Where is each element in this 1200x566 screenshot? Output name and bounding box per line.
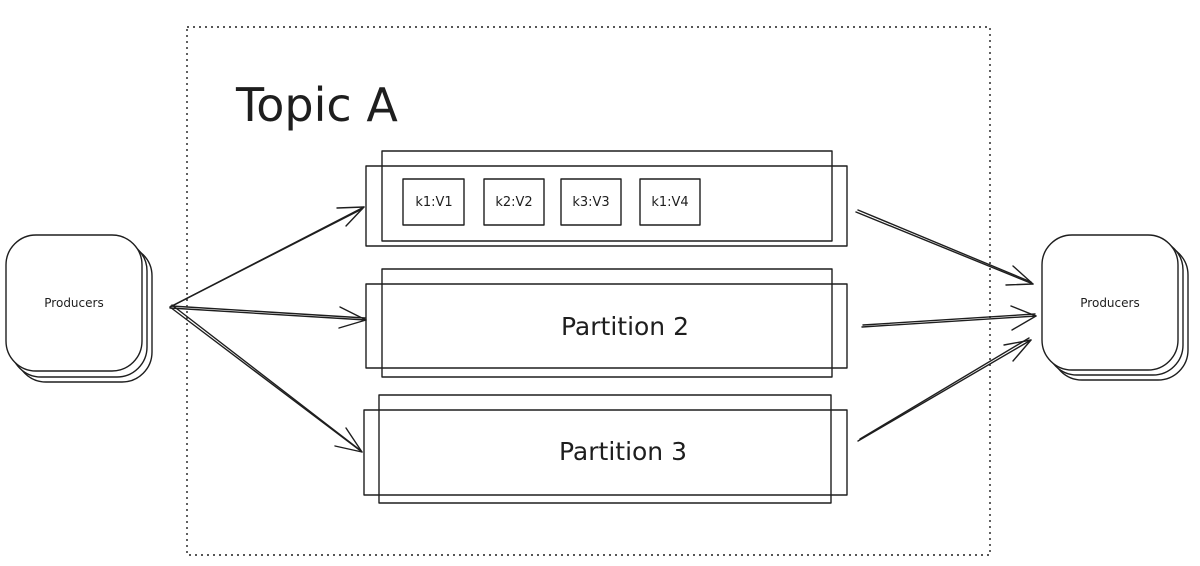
message-label: k1:V4	[651, 195, 688, 210]
arrow-partition-3-to-consumers	[857, 337, 1032, 442]
message-k1-v4: k1:V4	[639, 178, 701, 226]
left-producers-node: Producers	[5, 234, 153, 383]
right-producers-node: Producers	[1041, 234, 1189, 381]
arrow-partition-1-to-consumers	[855, 209, 1034, 286]
right-producers-label: Producers	[1080, 296, 1139, 310]
partition-2: Partition 2	[365, 268, 848, 378]
message-label: k3:V3	[572, 195, 609, 210]
message-k3-v3: k3:V3	[560, 178, 622, 226]
arrow-producers-to-partition-3	[169, 304, 363, 453]
partition-1: k1:V1 k2:V2 k3:V3 k1:V4	[365, 150, 848, 247]
partition-3-label: Partition 3	[559, 437, 687, 466]
left-producers-label: Producers	[44, 296, 103, 310]
partition-2-label: Partition 2	[561, 312, 689, 341]
arrow-partition-2-to-consumers	[861, 305, 1037, 331]
topic-title: Topic A	[235, 78, 398, 132]
arrow-producers-to-partition-1	[169, 206, 365, 308]
message-label: k2:V2	[495, 195, 532, 210]
partition-3: Partition 3	[363, 394, 848, 504]
message-k1-v1: k1:V1	[402, 178, 465, 226]
message-label: k1:V1	[415, 195, 452, 210]
message-k2-v2: k2:V2	[483, 178, 545, 226]
arrow-producers-to-partition-2	[169, 305, 367, 329]
